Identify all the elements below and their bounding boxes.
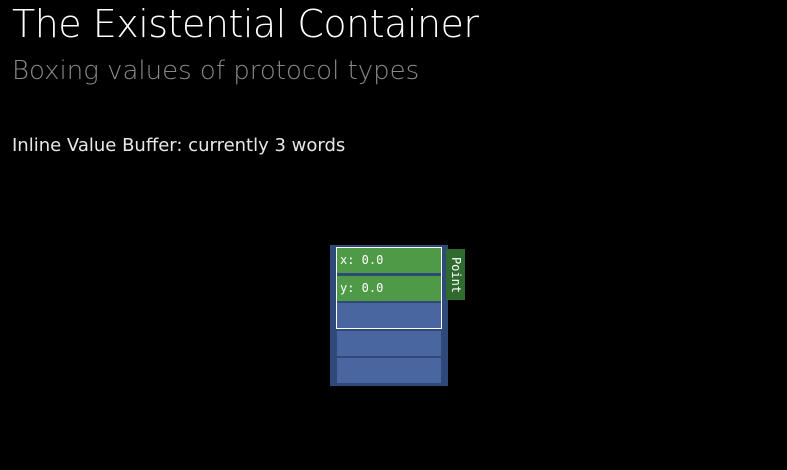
slide-subtitle: Boxing values of protocol types <box>12 56 420 86</box>
existential-container: x: 0.0 y: 0.0 <box>330 245 448 386</box>
inline-buffer-note: Inline Value Buffer: currently 3 words <box>12 135 346 156</box>
empty-buffer-word <box>337 303 441 328</box>
field-x-word: x: 0.0 <box>337 248 441 273</box>
point-type-tag: Point <box>446 249 465 300</box>
empty-word-4 <box>337 331 441 356</box>
empty-word-5 <box>337 358 441 383</box>
slide-title: The Existential Container <box>12 2 479 46</box>
field-y-word: y: 0.0 <box>337 276 441 301</box>
point-type-label: Point <box>448 256 463 293</box>
